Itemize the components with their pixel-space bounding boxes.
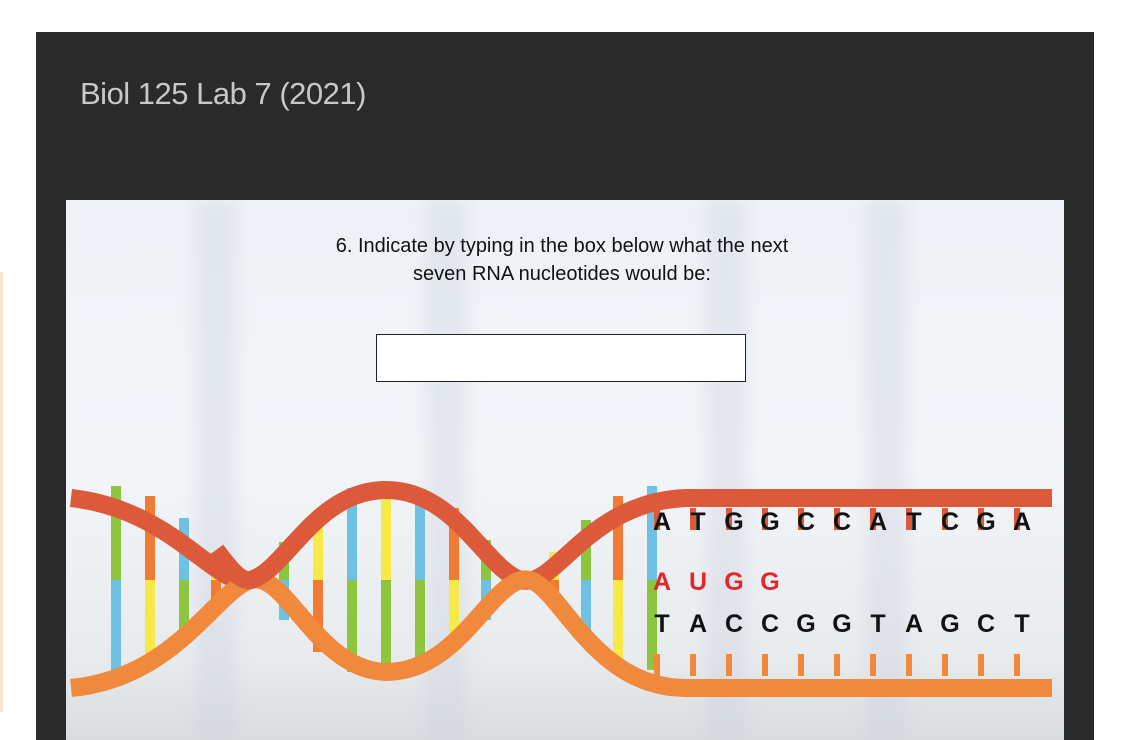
dna-nucleotide: T bbox=[906, 508, 922, 536]
dna-nucleotide: C bbox=[760, 610, 780, 638]
dna-ticks bbox=[654, 508, 1020, 530]
dna-nucleotide: G bbox=[760, 508, 780, 536]
background-blur bbox=[866, 200, 906, 740]
dna-nucleotide: G bbox=[832, 610, 852, 638]
lesson-frame: Biol 125 Lab 7 (2021) 6. Indicate by typ… bbox=[36, 32, 1094, 740]
dna-helix-illustration bbox=[69, 480, 1052, 697]
dna-nucleotide: T bbox=[654, 610, 670, 638]
rna-nucleotide: G bbox=[760, 568, 780, 596]
background-blur bbox=[706, 200, 746, 740]
dna-ticks-bottom bbox=[654, 654, 1020, 676]
dna-strand-top bbox=[69, 480, 1052, 590]
dna-nucleotide: C bbox=[976, 610, 996, 638]
dna-nucleotide: A bbox=[1012, 508, 1032, 536]
dna-nucleotide: G bbox=[796, 610, 816, 638]
question-line-1: 6. Indicate by typing in the box below w… bbox=[335, 235, 789, 257]
rna-nucleotide: G bbox=[724, 568, 744, 596]
dna-nucleotide: A bbox=[904, 610, 924, 638]
dna-nucleotide: G bbox=[940, 610, 960, 638]
dna-nucleotide: A bbox=[688, 610, 708, 638]
question-line-2: seven RNA nucleotides would be: bbox=[413, 263, 711, 285]
answer-input[interactable] bbox=[376, 334, 746, 382]
dna-strand-bottom bbox=[70, 570, 1052, 697]
dna-nucleotide: C bbox=[940, 508, 960, 536]
dna-nucleotide: C bbox=[724, 610, 744, 638]
dna-nucleotide: T bbox=[870, 610, 886, 638]
dna-nucleotide: T bbox=[690, 508, 706, 536]
dna-nucleotide: G bbox=[724, 508, 744, 536]
page-title: Biol 125 Lab 7 (2021) bbox=[80, 76, 366, 111]
background-blur bbox=[196, 200, 236, 740]
dna-rungs bbox=[111, 482, 657, 678]
dna-nucleotide: T bbox=[1014, 610, 1030, 638]
left-edge-strip bbox=[0, 272, 3, 712]
dna-nucleotide: A bbox=[868, 508, 888, 536]
rna-nucleotide: U bbox=[688, 568, 708, 596]
dna-nucleotide: C bbox=[796, 508, 816, 536]
dna-nucleotide: C bbox=[832, 508, 852, 536]
dna-nucleotide: A bbox=[652, 508, 672, 536]
rna-nucleotide: A bbox=[652, 568, 672, 596]
question-slide: 6. Indicate by typing in the box below w… bbox=[66, 200, 1064, 740]
dna-nucleotide: G bbox=[976, 508, 996, 536]
question-text: 6. Indicate by typing in the box below w… bbox=[66, 232, 1064, 288]
